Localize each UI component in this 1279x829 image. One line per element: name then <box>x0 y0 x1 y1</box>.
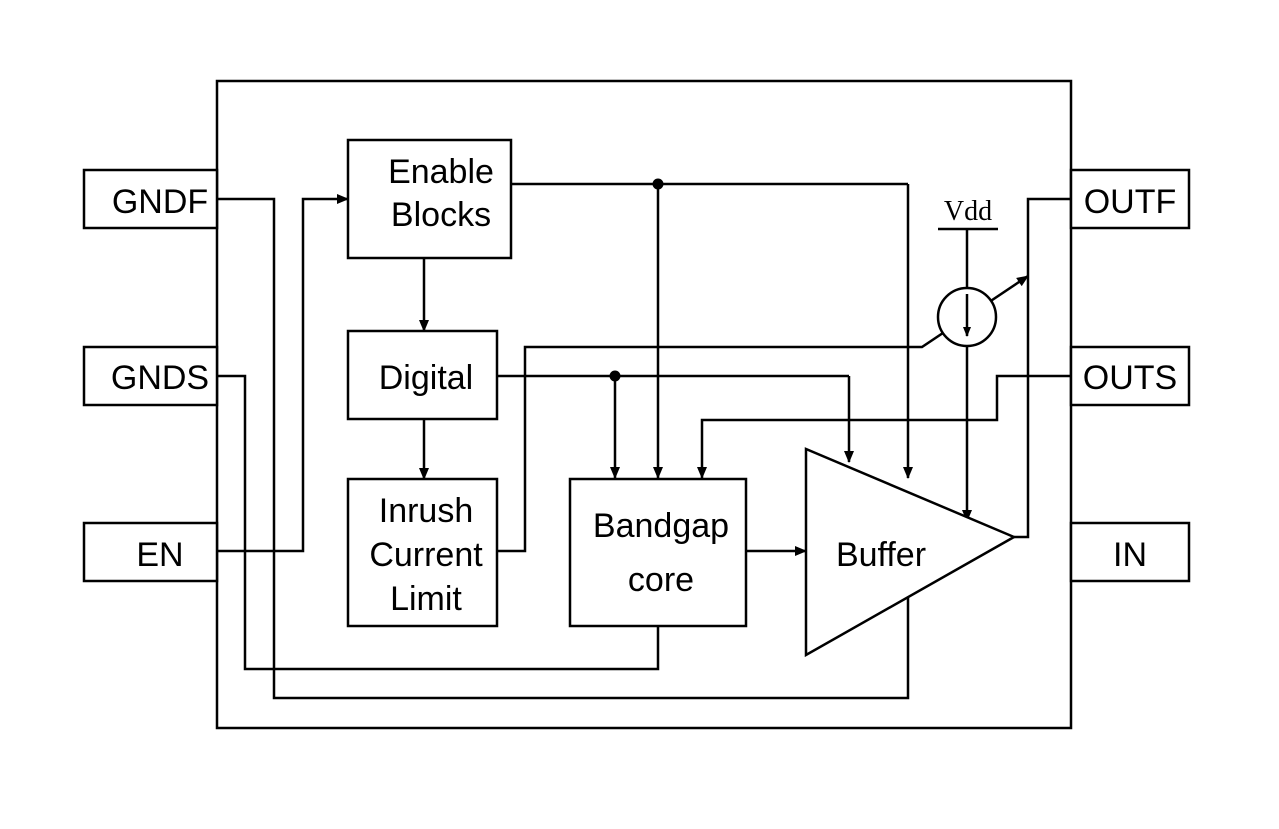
pin-gnds-label: GNDS <box>111 359 209 397</box>
block-digital: Digital <box>346 329 499 421</box>
pin-outf: OUTF <box>1069 168 1191 230</box>
junction-dot-digital <box>609 370 621 382</box>
block-bandgap: Bandgap core <box>568 477 748 628</box>
pin-en: EN <box>82 521 219 583</box>
pin-outf-label: OUTF <box>1084 183 1177 221</box>
block-inrush-label-line3: Limit <box>390 580 462 618</box>
block-enable-label-line1: Enable <box>388 153 494 191</box>
block-inrush-label-line2: Current <box>369 536 483 574</box>
block-inrush: Inrush Current Limit <box>346 477 499 628</box>
block-buffer-label: Buffer <box>836 536 926 574</box>
wire-outs-to-bandgap <box>697 374 1071 479</box>
junction-dot-enable <box>652 178 664 190</box>
pin-gndf: GNDF <box>82 168 219 230</box>
block-bandgap-label-line2: core <box>628 561 694 599</box>
vdd-label: Vdd <box>944 196 992 227</box>
pin-in: IN <box>1069 521 1191 583</box>
pin-in-label: IN <box>1113 536 1147 574</box>
block-inrush-label-line1: Inrush <box>379 492 474 530</box>
block-enable: Enable Blocks <box>346 138 513 260</box>
pin-en-label: EN <box>136 536 183 574</box>
pin-outs-label: OUTS <box>1083 359 1177 397</box>
wire-gndf-to-buffer <box>217 197 910 700</box>
pin-gnds: GNDS <box>82 345 219 407</box>
block-buffer: Buffer <box>804 447 1017 658</box>
current-source-icon <box>936 286 998 348</box>
block-enable-label-line2: Blocks <box>391 196 491 234</box>
pin-outs: OUTS <box>1069 345 1191 407</box>
wire-en-to-enable <box>217 194 349 553</box>
chip-outline <box>215 79 1073 730</box>
block-digital-label: Digital <box>379 359 473 397</box>
pin-gndf-label: GNDF <box>112 183 208 221</box>
wire-gnds-to-bandgap <box>217 374 660 671</box>
block-bandgap-label-line1: Bandgap <box>593 507 729 545</box>
wire-buffer-to-outf <box>1014 197 1071 539</box>
